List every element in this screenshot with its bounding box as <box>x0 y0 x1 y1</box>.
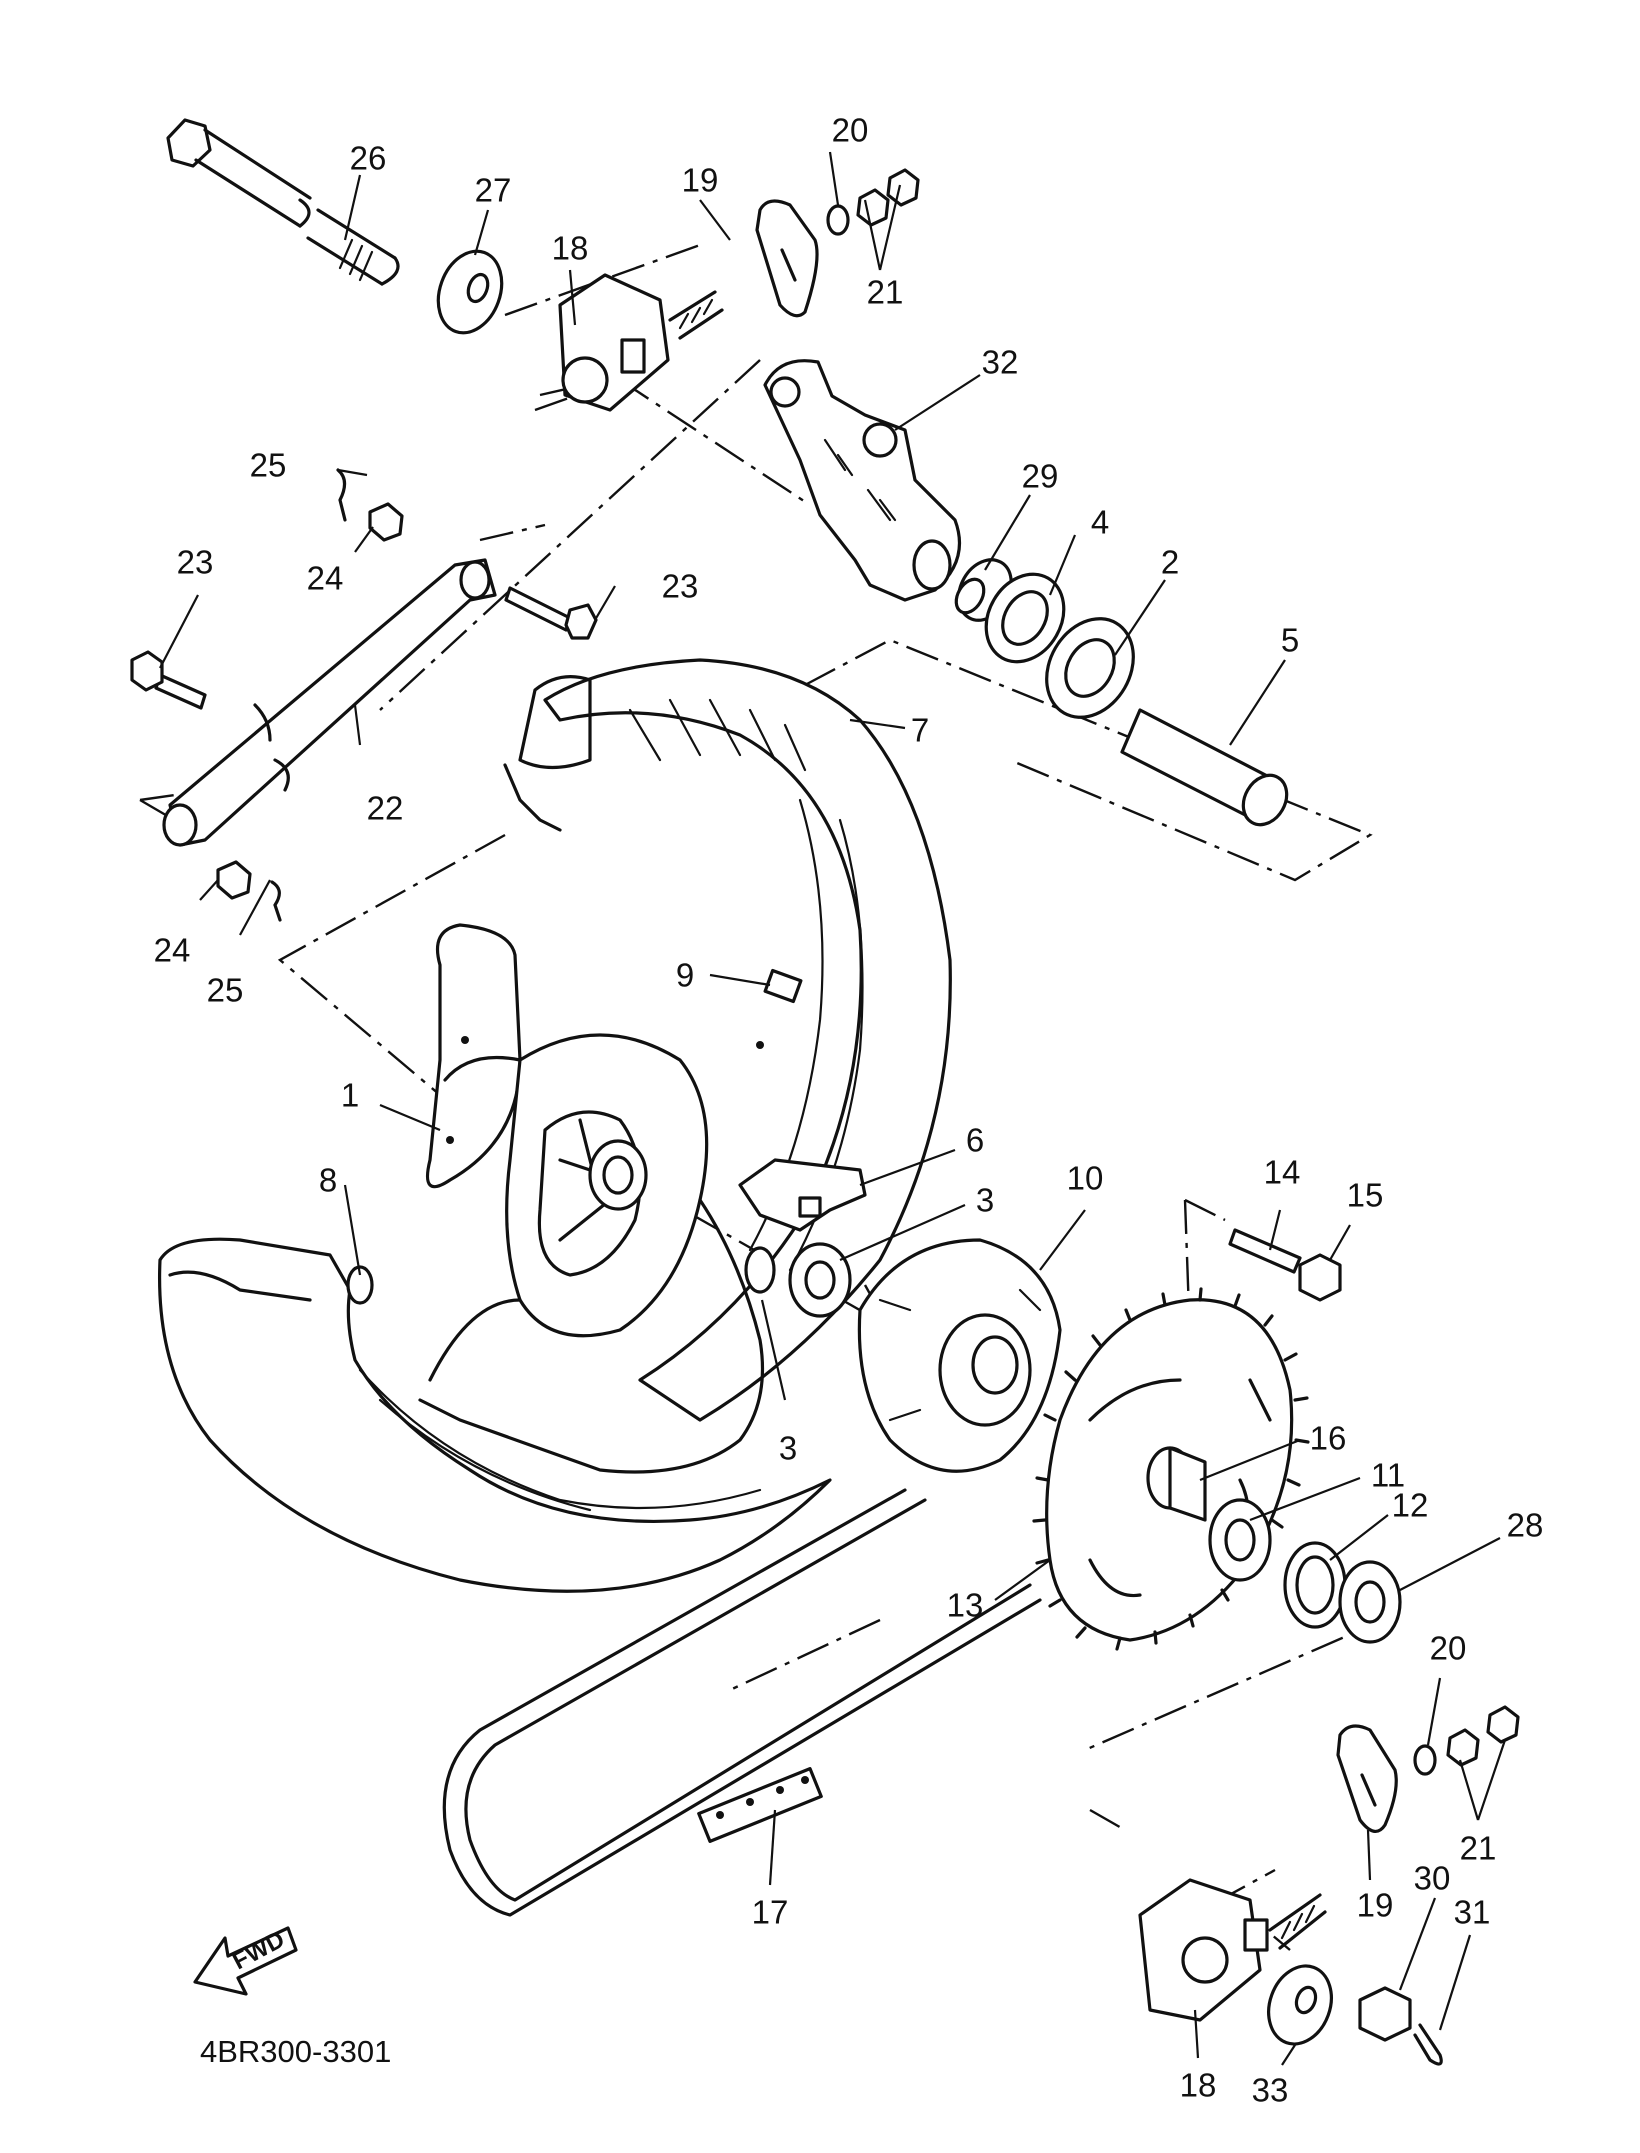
torque-arm-nuts <box>216 468 404 922</box>
callout-25-top: 25 <box>250 447 287 484</box>
torque-arm-bolts <box>130 586 598 710</box>
callout-25-bottom: 25 <box>207 972 244 1009</box>
callout-14: 14 <box>1264 1154 1301 1191</box>
callout-33: 33 <box>1252 2072 1289 2109</box>
callout-26: 26 <box>350 140 387 177</box>
callout-24-top: 24 <box>307 560 344 597</box>
rear-axle <box>166 118 400 286</box>
rear-tyre <box>503 658 952 1422</box>
callout-2: 2 <box>1161 544 1179 581</box>
callout-32: 32 <box>982 344 1019 381</box>
callout-16: 16 <box>1310 1420 1347 1457</box>
callout-22: 22 <box>367 790 404 827</box>
caliper-collar <box>954 558 1013 622</box>
hub-damper <box>738 1158 867 1232</box>
callout-12: 12 <box>1392 1487 1429 1524</box>
callout-13: 13 <box>947 1587 984 1624</box>
callout-20-bottom: 20 <box>1430 1630 1467 1667</box>
callout-21-bottom: 21 <box>1460 1830 1497 1867</box>
washer-nuts-top <box>826 168 920 236</box>
callout-10: 10 <box>1067 1160 1104 1197</box>
callout-20-top: 20 <box>832 112 869 149</box>
washer-nuts-bottom <box>1413 1705 1520 1776</box>
chain-puller-top <box>558 273 724 412</box>
callout-18-top: 18 <box>552 230 589 267</box>
callout-1: 1 <box>341 1077 359 1114</box>
caliper-bracket <box>763 359 962 602</box>
diagram-code: 4BR300-3301 <box>200 2034 391 2069</box>
bearing-spacer <box>1120 708 1289 827</box>
callout-31: 31 <box>1454 1894 1491 1931</box>
callout-4: 4 <box>1091 504 1109 541</box>
callout-leaders <box>159 151 1507 2066</box>
callout-23-left: 23 <box>177 544 214 581</box>
sprocket-collar-and-bearing <box>1146 1446 1402 1644</box>
wheel-rim <box>418 923 765 1474</box>
callout-9: 9 <box>676 957 694 994</box>
callout-23-right: 23 <box>662 568 699 605</box>
axle-nut-and-washer <box>1267 1964 1443 2066</box>
forward-direction-arrow: FWD <box>193 1926 298 1996</box>
callout-11: 11 <box>1371 1457 1405 1494</box>
chain-puller-bottom <box>1138 1878 1327 2022</box>
callout-17: 17 <box>752 1894 789 1931</box>
callout-3-lower: 3 <box>779 1430 797 1467</box>
axle-washer <box>436 249 504 335</box>
sprocket-stud-and-nut <box>1228 1228 1342 1302</box>
callout-numbers: 26 27 18 19 20 21 32 29 4 2 5 7 25 24 23… <box>154 112 1544 2109</box>
callout-6: 6 <box>966 1122 984 1159</box>
clutch-hub <box>857 1238 1062 1473</box>
adjuster-plate-bottom <box>1336 1724 1398 1833</box>
callout-30: 30 <box>1414 1860 1451 1897</box>
balance-weight <box>763 968 803 1004</box>
wheel-bearing-left <box>744 1242 852 1318</box>
drive-chain <box>442 1488 1042 1917</box>
callout-15: 15 <box>1347 1177 1384 1214</box>
callout-8: 8 <box>319 1162 337 1199</box>
callout-3-upper: 3 <box>976 1182 994 1219</box>
callout-19-top: 19 <box>682 162 719 199</box>
oil-seal <box>984 572 1066 664</box>
callout-21-top: 21 <box>867 274 904 311</box>
callout-24-bottom: 24 <box>154 932 191 969</box>
torque-arm <box>162 558 497 847</box>
callout-5: 5 <box>1281 622 1299 659</box>
callout-18-bottom: 18 <box>1180 2067 1217 2104</box>
tyre-valve <box>346 1265 374 1305</box>
callout-7: 7 <box>911 712 929 749</box>
wheel-bearing-right <box>1045 617 1135 719</box>
tyre-front-section <box>157 1237 832 1593</box>
adjuster-plate-top <box>755 199 819 318</box>
callout-29: 29 <box>1022 458 1059 495</box>
callout-27: 27 <box>475 172 512 209</box>
callout-28: 28 <box>1507 1507 1544 1544</box>
assembly-guide-lines <box>139 243 1396 1951</box>
callout-19-bottom: 19 <box>1357 1887 1394 1924</box>
